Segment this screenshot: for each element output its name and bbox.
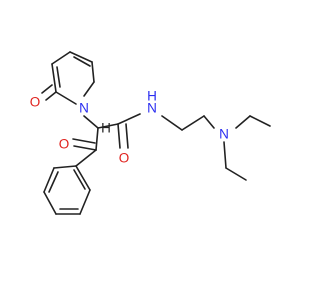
phenyl-ring — [43, 165, 91, 215]
bond — [45, 91, 57, 101]
bond — [75, 149, 97, 167]
bond — [79, 189, 91, 215]
bond — [83, 81, 95, 97]
bond — [223, 141, 227, 169]
bond — [83, 115, 99, 129]
bond — [41, 84, 53, 94]
bond — [117, 123, 121, 149]
bond — [203, 115, 215, 129]
bond — [43, 191, 57, 215]
atom-H-amide: H — [147, 89, 157, 104]
atom-H-alpha: H — [101, 121, 111, 136]
bond — [117, 113, 141, 125]
bond — [51, 63, 57, 93]
pyridone-ring — [41, 51, 95, 105]
atom-O-ketone: O — [59, 137, 70, 152]
bond — [97, 123, 119, 129]
atom-O-amide: O — [119, 151, 130, 166]
atom-N-pyridine: N — [79, 101, 89, 116]
bond — [73, 169, 86, 190]
bond — [43, 167, 55, 193]
bond — [73, 145, 97, 151]
bond — [69, 51, 93, 63]
structure-svg: O N O H N H O N — [30, 51, 271, 215]
bond — [161, 115, 183, 131]
bond — [249, 115, 271, 127]
atom-N-amide: N — [147, 101, 157, 116]
bond — [235, 115, 251, 129]
bond — [56, 66, 61, 88]
molecule-diagram: O N O H N H O N — [30, 51, 271, 215]
bond — [72, 138, 96, 144]
bond — [73, 56, 91, 67]
bond — [48, 171, 59, 193]
atom-N-amine: N — [219, 127, 229, 142]
bond — [125, 123, 129, 149]
bond — [51, 51, 71, 65]
bond — [55, 91, 77, 105]
bond — [75, 165, 91, 191]
bond — [181, 115, 205, 131]
bond — [53, 165, 77, 169]
atom-O-pyridone: O — [30, 95, 41, 110]
bond — [95, 127, 99, 151]
bond — [91, 61, 95, 83]
bond — [225, 167, 247, 181]
